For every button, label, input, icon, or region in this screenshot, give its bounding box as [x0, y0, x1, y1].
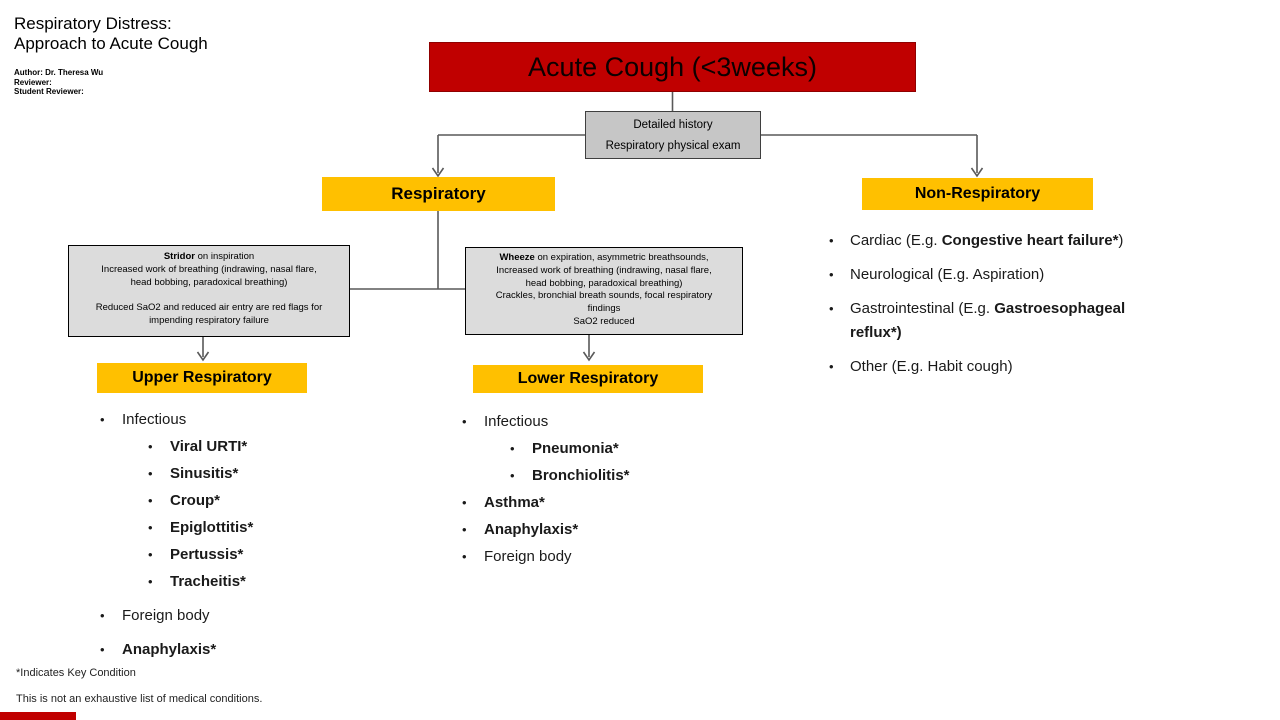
bullet-icon: •: [462, 414, 467, 429]
list-item: • Tracheitis*: [95, 568, 395, 595]
list-item: • Pertussis*: [95, 541, 395, 568]
wheeze-signs-box: Wheeze on expiration, asymmetric breaths…: [465, 247, 743, 335]
bullet-icon: •: [510, 468, 515, 483]
list-item-label: Viral URTI*: [170, 438, 248, 455]
list-item: • Anaphylaxis*: [95, 636, 395, 663]
list-item-label: Infectious: [484, 413, 549, 430]
deck-title-line1: Respiratory Distress:: [14, 14, 172, 33]
list-item: • Infectious: [457, 408, 757, 435]
list-item-label: Pneumonia*: [532, 440, 619, 457]
list-item: • Epiglottitis*: [95, 514, 395, 541]
list-item: • Foreign body: [95, 602, 395, 629]
arrowhead-upper-icon: [196, 351, 210, 362]
sign-line: Stridor on inspiration: [163, 251, 255, 262]
bullet-icon: •: [462, 549, 467, 564]
list-item: • Asthma*: [457, 489, 757, 516]
exam-line2: Respiratory physical exam: [605, 140, 741, 152]
sign-line: impending respiratory failure: [149, 314, 269, 326]
upper-respiratory-list: • Infectious • Viral URTI* • Sinusitis* • Cr…: [95, 406, 395, 663]
list-item-label: Epiglottitis*: [170, 519, 254, 536]
sign-line: Reduced SaO2 and reduced air entry are r…: [95, 302, 323, 314]
list-item-label: Foreign body: [484, 548, 572, 565]
bullet-icon: •: [148, 547, 153, 562]
sign-line: head bobbing, paradoxical breathing): [130, 276, 288, 288]
list-item-label: Croup*: [170, 492, 220, 509]
bullet-icon: •: [462, 495, 467, 510]
bullet-icon: •: [462, 522, 467, 537]
arrowhead-non-respiratory-icon: [970, 167, 984, 178]
list-item-label: Asthma*: [484, 494, 545, 511]
list-item-label: Pertussis*: [170, 546, 244, 563]
sign-line: Crackles, bronchial breath sounds, focal…: [495, 290, 713, 302]
list-item-label: Tracheitis*: [170, 573, 246, 590]
list-item: • Foreign body: [457, 543, 757, 570]
bottom-accent-bar: [0, 712, 76, 720]
bullet-icon: •: [148, 493, 153, 508]
bullet-icon: •: [829, 233, 834, 248]
bullet-icon: •: [100, 412, 105, 427]
bullet-icon: •: [100, 608, 105, 623]
bullet-icon: •: [148, 520, 153, 535]
list-item: • Pneumonia*: [457, 435, 757, 462]
list-item-label: Anaphylaxis*: [122, 641, 217, 658]
sign-line: Increased work of breathing (indrawing, …: [101, 263, 317, 275]
sign-line: SaO2 reduced: [573, 315, 635, 327]
non-respiratory-list: •Cardiac (E.g. Congestive heart failure*…: [828, 229, 1160, 389]
footnote-disclaimer: This is not an exhaustive list of medica…: [16, 693, 263, 705]
bullet-icon: •: [148, 439, 153, 454]
list-item-label: Infectious: [122, 411, 187, 428]
list-item: • Infectious: [95, 406, 395, 433]
list-item: •Other (E.g. Habit cough): [828, 355, 1160, 379]
stridor-signs-box: Stridor on inspiration Increased work of…: [68, 245, 350, 337]
list-item: •Neurological (E.g. Aspiration): [828, 263, 1160, 287]
exam-line1: Detailed history: [633, 119, 713, 131]
branch-upper-respiratory: Upper Respiratory: [97, 363, 307, 393]
list-item-label: Foreign body: [122, 607, 210, 624]
bullet-icon: •: [510, 441, 515, 456]
branch-non-respiratory: Non-Respiratory: [862, 178, 1093, 210]
reviewer-credit: Reviewer:: [14, 77, 52, 87]
lower-respiratory-list: •Infectious •Pneumonia* •Bronchiolitis* …: [457, 408, 757, 570]
credits-block: Author: Dr. Theresa Wu Reviewer: Student…: [14, 68, 103, 97]
author-credit: Author: Dr. Theresa Wu: [14, 68, 104, 77]
arrowhead-lower-icon: [582, 351, 596, 362]
acute-cough-root-node: Acute Cough (<3weeks): [429, 42, 916, 92]
sign-line: findings: [587, 303, 621, 315]
list-item: • Anaphylaxis*: [457, 516, 757, 543]
list-item: • Bronchiolitis*: [457, 462, 757, 489]
list-item-label: Anaphylaxis*: [484, 521, 579, 538]
list-item: • Croup*: [95, 487, 395, 514]
bullet-icon: •: [148, 574, 153, 589]
sign-line: [69, 289, 349, 302]
list-item: • Viral URTI*: [95, 433, 395, 460]
bullet-icon: •: [829, 267, 834, 282]
footnote-key-condition: *Indicates Key Condition: [16, 667, 136, 679]
list-item: • Sinusitis*: [95, 460, 395, 487]
deck-title: Respiratory Distress: Approach to Acute …: [14, 14, 208, 54]
bullet-icon: •: [829, 359, 834, 374]
branch-lower-respiratory: Lower Respiratory: [473, 365, 703, 393]
sign-line: Wheeze on expiration, asymmetric breaths…: [499, 252, 709, 263]
deck-title-line2: Approach to Acute Cough: [14, 34, 208, 53]
sign-line: Increased work of breathing (indrawing, …: [496, 264, 712, 276]
student-reviewer-credit: Student Reviewer:: [14, 87, 84, 96]
sign-line: head bobbing, paradoxical breathing): [525, 277, 683, 289]
list-item-label: Sinusitis*: [170, 465, 239, 482]
list-item-label: Bronchiolitis*: [532, 467, 630, 484]
bullet-icon: •: [829, 301, 834, 316]
bullet-icon: •: [100, 642, 105, 657]
list-item: •Cardiac (E.g. Congestive heart failure*…: [828, 229, 1160, 253]
arrowhead-respiratory-icon: [431, 167, 445, 178]
exam-node: Detailed history Respiratory physical ex…: [585, 111, 761, 159]
bullet-icon: •: [148, 466, 153, 481]
list-item: •Gastrointestinal (E.g. Gastroesophageal…: [828, 297, 1160, 345]
branch-respiratory: Respiratory: [322, 177, 555, 211]
